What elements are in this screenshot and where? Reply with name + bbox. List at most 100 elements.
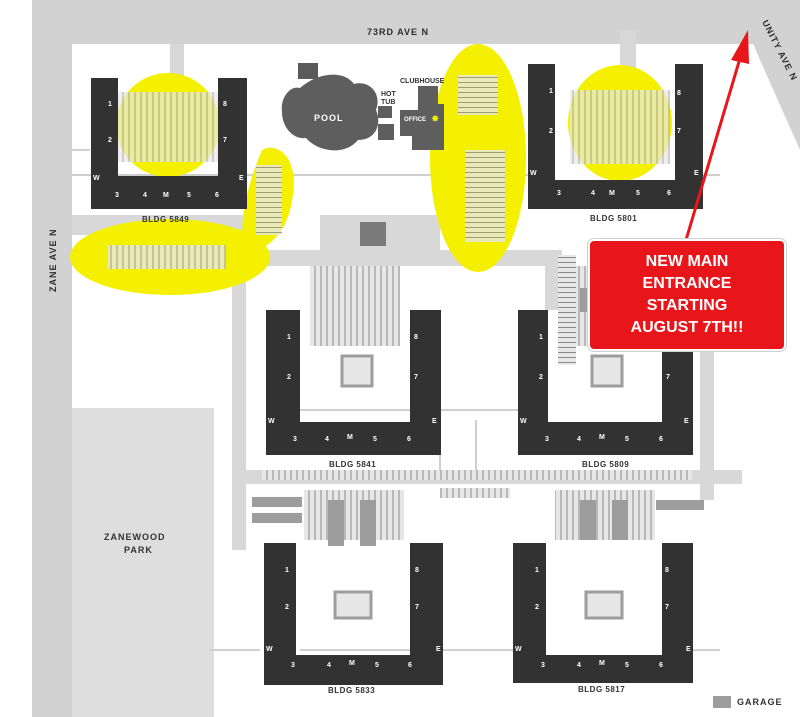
unit-5833-1: 1 [285, 567, 289, 574]
unit-5841-1: 1 [287, 334, 291, 341]
unit-5801-6: 6 [667, 190, 671, 197]
unit-5817-7: 7 [665, 604, 669, 611]
unit-5801-7: 7 [677, 128, 681, 135]
building-label-5841: BLDG 5841 [329, 460, 376, 469]
unit-5849-5: 5 [187, 192, 191, 199]
parking-center-row [440, 488, 510, 498]
garage-5817-b [612, 500, 628, 540]
parking-west-strip [256, 165, 282, 235]
hot-tub-label-1: HOT [381, 91, 397, 98]
garage-west-2 [252, 513, 302, 523]
parking-5801 [570, 90, 670, 164]
office-star-icon: ✸ [431, 114, 439, 125]
unit-5841-6: 6 [407, 436, 411, 443]
building-label-5817: BLDG 5817 [578, 685, 625, 694]
unit-5801-3: 3 [557, 190, 561, 197]
unit-5833-3: 3 [291, 662, 295, 669]
unit-numbers: 1 2 W 3 4 M 5 6 8 7 E 1 2 W 3 4 M 5 6 8 … [93, 88, 699, 669]
unit-5849-7: 7 [223, 137, 227, 144]
unit-5849-2: 2 [108, 137, 112, 144]
unit-5817-m: M [599, 660, 605, 667]
road-73rd-ave [32, 0, 800, 44]
road-label-73rd: 73RD AVE N [367, 27, 429, 37]
hot-tub-label-2: TUB [381, 99, 395, 106]
unit-5817-w: W [515, 646, 522, 653]
garage-5817-a [580, 500, 596, 540]
unit-5801-5: 5 [636, 190, 640, 197]
unit-5841-7: 7 [414, 374, 418, 381]
road-zane-ave [32, 0, 72, 717]
garage-east [656, 500, 704, 510]
unit-5833-m: M [349, 660, 355, 667]
unit-5841-5: 5 [373, 436, 377, 443]
unit-5841-e: E [432, 418, 437, 425]
building-5833 [264, 543, 443, 685]
garages [252, 222, 704, 620]
pool-label: POOL [314, 113, 344, 123]
parking-east-column [558, 255, 576, 365]
unit-5833-8: 8 [415, 567, 419, 574]
unit-5849-3: 3 [115, 192, 119, 199]
unit-5817-3: 3 [541, 662, 545, 669]
parking-east-lot-top [458, 75, 498, 115]
park-label-1: ZANEWOOD [104, 532, 166, 542]
unit-5833-6: 6 [408, 662, 412, 669]
unit-5833-5: 5 [375, 662, 379, 669]
road-unity-ave [735, 0, 800, 150]
drive-east [545, 250, 561, 310]
unit-5817-8: 8 [665, 567, 669, 574]
pool-equipment [298, 63, 318, 79]
building-label-5849: BLDG 5849 [142, 215, 189, 224]
unit-5801-4: 4 [591, 190, 595, 197]
unit-5809-1: 1 [539, 334, 543, 341]
arrow-head-icon [731, 30, 749, 64]
parking-5841 [310, 266, 400, 346]
building-label-5809: BLDG 5809 [582, 460, 629, 469]
unit-5809-m: M [599, 434, 605, 441]
drive-right-north [620, 30, 636, 70]
unit-5849-m: M [163, 192, 169, 199]
unit-5841-8: 8 [414, 334, 418, 341]
unit-5841-m: M [347, 434, 353, 441]
callout-line-1: NEW MAIN [645, 253, 729, 270]
entrance-arrow [684, 30, 749, 241]
unit-5833-7: 7 [415, 604, 419, 611]
building-5801 [528, 64, 703, 209]
garage-5833-court [333, 590, 373, 620]
unit-5809-w: W [520, 418, 527, 425]
unit-5849-6: 6 [215, 192, 219, 199]
unit-5809-e: E [684, 418, 689, 425]
parking-5849 [118, 92, 218, 162]
building-label-5833: BLDG 5833 [328, 686, 375, 695]
garage-5817-court [584, 590, 624, 620]
parking-west-lot [108, 245, 226, 269]
unit-5801-1: 1 [549, 88, 553, 95]
building-label-5801: BLDG 5801 [590, 214, 637, 223]
unit-5833-4: 4 [327, 662, 331, 669]
unit-5809-4: 4 [577, 436, 581, 443]
unit-5841-4: 4 [325, 436, 329, 443]
parking-5817 [555, 490, 655, 540]
garage-west-1 [252, 497, 302, 507]
unit-5801-2: 2 [549, 128, 553, 135]
road-label-zane: ZANE AVE N [48, 228, 58, 292]
unit-5817-5: 5 [625, 662, 629, 669]
pool-shape [281, 74, 379, 151]
drive-west [232, 250, 246, 550]
unit-5801-m: M [609, 190, 615, 197]
unit-5801-w: W [530, 170, 537, 177]
unit-5833-w: W [266, 646, 273, 653]
unit-5817-2: 2 [535, 604, 539, 611]
amenities: POOL HOT TUB CLUBHOUSE OFFICE ✸ [281, 63, 445, 151]
clubhouse-label: CLUBHOUSE [400, 78, 445, 85]
map-legend: GARAGE [713, 696, 783, 708]
garage-5841-court [340, 354, 374, 388]
parking-5833 [304, 490, 404, 540]
legend-garage-label: GARAGE [737, 697, 783, 707]
unit-5849-8: 8 [223, 101, 227, 108]
garage-swatch-icon [713, 696, 731, 708]
unit-5809-6: 6 [659, 436, 663, 443]
new-entrance-callout: NEW MAIN ENTRANCE STARTING AUGUST 7TH!! [588, 239, 786, 351]
arrow-shaft [684, 54, 743, 241]
